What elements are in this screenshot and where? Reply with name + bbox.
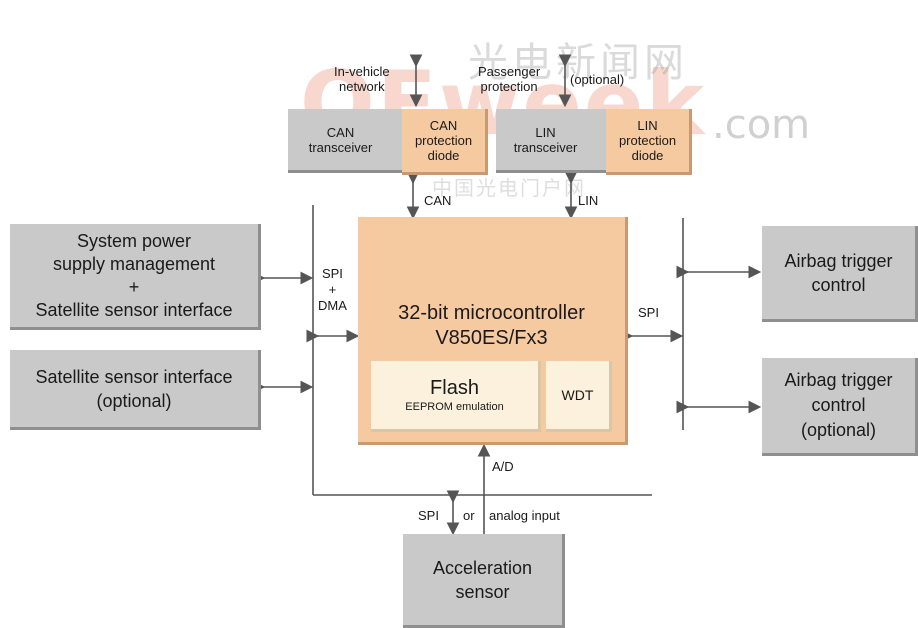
spi-right-label: SPI xyxy=(638,305,659,320)
wdt-box: WDT xyxy=(546,361,612,432)
watermark-cn-title: 光电新闻网 xyxy=(468,40,688,86)
microcontroller-title: 32-bit microcontroller V850ES/Fx3 xyxy=(398,302,585,349)
lin-diode-box: LIN protection diode xyxy=(606,109,692,175)
can-transceiver-label: CAN transceiver xyxy=(308,124,373,155)
optional-label: (optional) xyxy=(570,72,625,87)
can-transceiver-box: CAN transceiver xyxy=(288,109,410,173)
ad-label: A/D xyxy=(492,459,514,474)
lin-transceiver-box: LIN transceiver xyxy=(496,109,616,173)
can-bus-label: CAN xyxy=(424,193,452,208)
power-supply-box: System power supply management + Satelli… xyxy=(10,224,261,330)
lin-bus-label: LIN xyxy=(578,193,599,208)
acceleration-sensor-box: Acceleration sensor xyxy=(403,534,565,628)
satellite-optional-label: Satellite sensor interface (optional) xyxy=(35,366,233,411)
airbag-trigger-optional-box: Airbag trigger control (optional) xyxy=(762,358,918,456)
can-diode-label: CAN protection diode xyxy=(414,118,473,163)
power-supply-label: System power supply management + Satelli… xyxy=(35,230,233,320)
can-diode-box: CAN protection diode xyxy=(402,109,488,175)
in-vehicle-network-label: In-vehicle network xyxy=(334,64,390,94)
watermark-domain: .com xyxy=(712,102,811,148)
watermark-cn-subtitle: 中国光电门户网 xyxy=(432,176,586,200)
satellite-optional-box: Satellite sensor interface (optional) xyxy=(10,350,261,430)
wdt-label: WDT xyxy=(561,387,594,403)
lin-diode-label: LIN protection diode xyxy=(618,118,677,163)
airbag-trigger-box: Airbag trigger control xyxy=(762,226,918,322)
accel-spi-label: SPI xyxy=(418,508,439,523)
analog-input-label: analog input xyxy=(489,508,560,523)
or-label: or xyxy=(463,508,475,523)
lin-transceiver-label: LIN transceiver xyxy=(513,124,578,155)
acceleration-sensor-label: Acceleration sensor xyxy=(432,557,533,602)
flash-box: Flash EEPROM emulation xyxy=(371,361,541,432)
eeprom-label: EEPROM emulation xyxy=(405,401,504,413)
flash-label: Flash xyxy=(430,377,479,399)
airbag-trigger-optional-label: Airbag trigger control (optional) xyxy=(784,370,893,440)
spi-dma-label: SPI + DMA xyxy=(318,266,347,313)
airbag-trigger-label: Airbag trigger control xyxy=(784,250,893,295)
passenger-protection-label: Passenger protection xyxy=(478,64,541,94)
